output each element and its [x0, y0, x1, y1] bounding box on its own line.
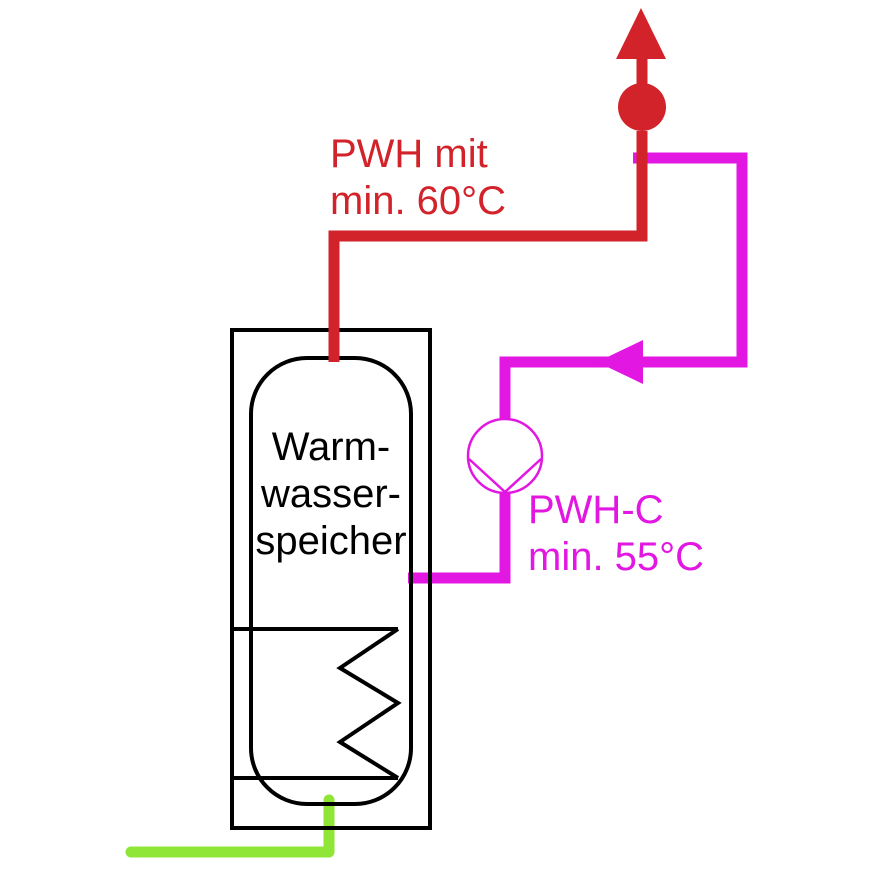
tank-outer-wall [230, 328, 432, 830]
hot-water-pipe-run [328, 131, 648, 362]
label-circulation: PWH-C min. 55°C [528, 487, 704, 581]
label-tank-line2: wasser- [260, 472, 402, 516]
circulation-pipe-lower-run [408, 492, 511, 584]
circulation-pipe [408, 152, 748, 584]
pump-body-circle [466, 417, 544, 495]
outlet-node-icon [618, 83, 666, 131]
flow-arrow-up-icon [616, 8, 666, 59]
circulation-pump-icon [466, 417, 544, 495]
label-hot-water-line1: PWH mit [330, 132, 488, 176]
label-tank-line1: Warm- [271, 425, 391, 469]
hot-water-pipe [328, 8, 666, 362]
label-circulation-line1: PWH-C [528, 488, 664, 532]
flow-direction-arrow-icon [597, 340, 643, 384]
label-hot-water: PWH mit min. 60°C [330, 131, 506, 225]
heating-coil-zigzag-icon [336, 627, 402, 780]
label-tank-line3: speicher [255, 519, 407, 563]
cold-water-pipe [125, 794, 335, 858]
circulation-pipe-upper-run [499, 152, 748, 420]
label-circulation-line2: min. 55°C [528, 535, 705, 579]
pump-impeller-lines [468, 458, 542, 493]
storage-tank [230, 328, 432, 830]
label-hot-water-line2: min. 60°C [330, 179, 507, 223]
label-tank: Warm- wasser- speicher [231, 424, 431, 565]
